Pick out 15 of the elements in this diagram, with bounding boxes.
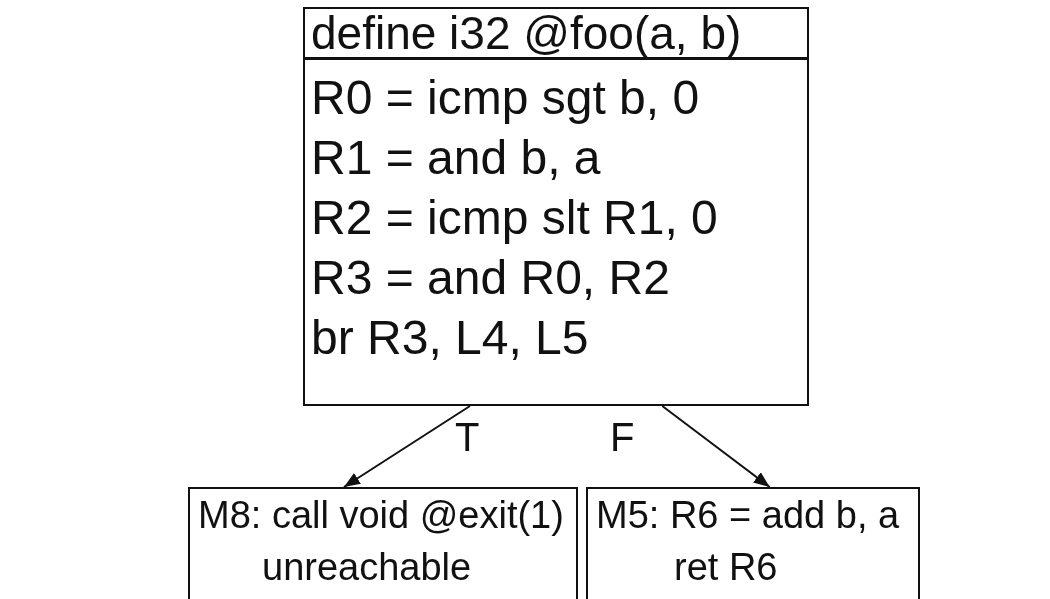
instruction-text: M8: call void @exit(1) bbox=[197, 493, 565, 538]
instruction-text: R1 = and b, a bbox=[310, 130, 602, 186]
arrow bbox=[661, 405, 771, 488]
instruction-text: R2 = icmp slt R1, 0 bbox=[310, 190, 719, 246]
instruction-text: br R3, L4, L5 bbox=[310, 310, 590, 366]
instruction-text: R3 = and R0, R2 bbox=[310, 250, 671, 306]
function-header: define i32 @foo(a, b) bbox=[305, 9, 807, 60]
instruction-text: R0 = icmp sgt b, 0 bbox=[310, 70, 701, 126]
block-box bbox=[586, 487, 920, 599]
arrow bbox=[343, 405, 471, 488]
instruction-text: ret R6 bbox=[673, 545, 779, 590]
function-box bbox=[303, 7, 809, 406]
instruction-text: unreachable bbox=[261, 545, 473, 590]
block-box bbox=[188, 487, 578, 599]
instruction-text: M5: R6 = add b, a bbox=[595, 493, 901, 538]
